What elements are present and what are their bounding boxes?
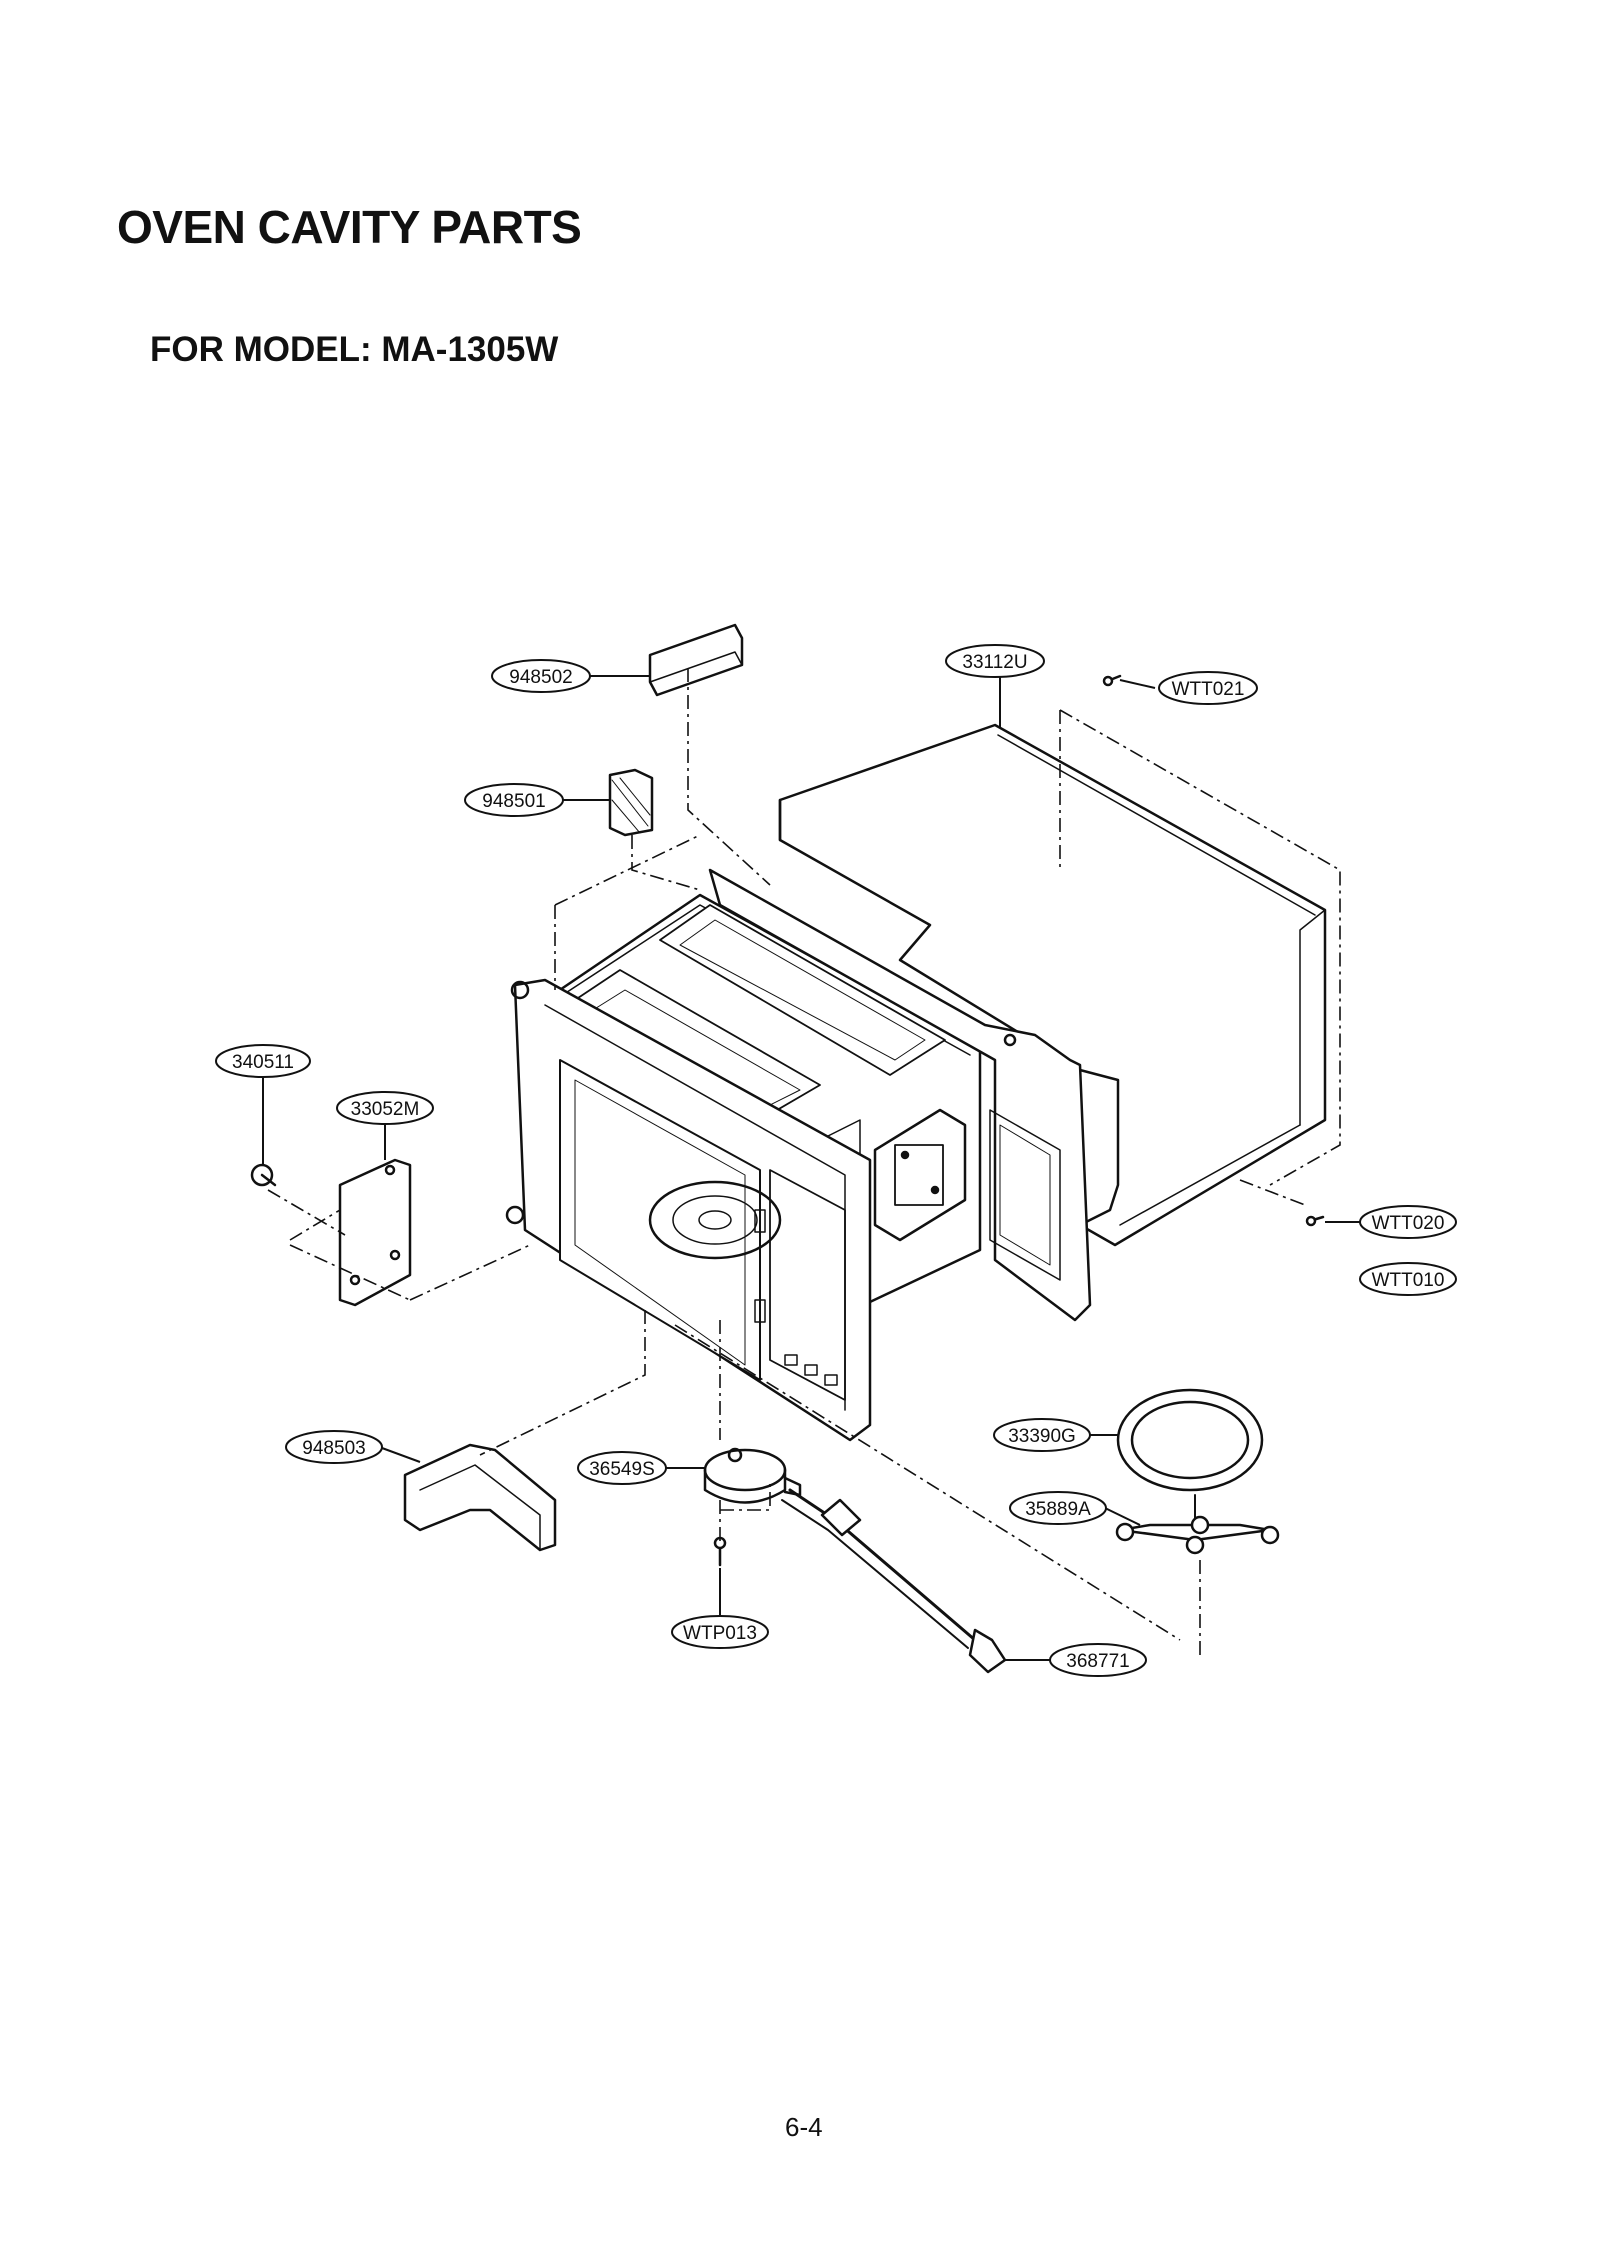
part-36549s-shape bbox=[703, 1447, 802, 1504]
callout-948502-text: 948502 bbox=[509, 667, 572, 688]
part-33052m-shape bbox=[338, 1158, 412, 1307]
callout-35889a-text: 35889A bbox=[1025, 1499, 1091, 1520]
callout-35889a: 35889A bbox=[1009, 1491, 1107, 1525]
callout-948502: 948502 bbox=[491, 659, 591, 693]
callout-wtt020: WTT020 bbox=[1359, 1205, 1457, 1239]
callout-340511-text: 340511 bbox=[232, 1052, 294, 1073]
callout-36549s-text: 36549S bbox=[589, 1459, 655, 1480]
part-368771-shape bbox=[781, 1488, 1007, 1674]
callout-wtt010: WTT010 bbox=[1359, 1262, 1457, 1296]
part-948502-shape bbox=[648, 623, 744, 697]
callout-948503: 948503 bbox=[285, 1430, 383, 1464]
part-wtt021-shape bbox=[1102, 674, 1122, 687]
callout-948501-text: 948501 bbox=[482, 791, 545, 812]
page-title: OVEN CAVITY PARTS bbox=[117, 201, 582, 253]
callout-wtt021-text: WTT021 bbox=[1172, 679, 1245, 700]
outer-cabinet-part bbox=[778, 723, 1327, 1247]
callout-340511: 340511 bbox=[215, 1044, 311, 1078]
callout-33052m: 33052M bbox=[336, 1091, 434, 1125]
part-wtp013-shape bbox=[713, 1536, 727, 1567]
callout-33112u-text: 33112U bbox=[962, 652, 1027, 673]
callout-wtt021: WTT021 bbox=[1158, 671, 1258, 705]
part-35889a-shape bbox=[1115, 1494, 1280, 1555]
page-number: 6-4 bbox=[785, 2112, 823, 2142]
callout-948503-text: 948503 bbox=[302, 1438, 365, 1459]
callout-wtp013-text: WTP013 bbox=[683, 1623, 757, 1644]
callout-368771-text: 368771 bbox=[1066, 1651, 1129, 1672]
callout-948501: 948501 bbox=[464, 783, 564, 817]
callout-33112u: 33112U bbox=[945, 644, 1045, 678]
callout-wtt020-text: WTT020 bbox=[1372, 1213, 1445, 1234]
part-33390g-shape bbox=[1116, 1388, 1264, 1492]
part-948501-shape bbox=[608, 768, 654, 837]
callout-368771: 368771 bbox=[1049, 1643, 1147, 1677]
part-340511-shape bbox=[250, 1163, 277, 1187]
rear-flange-part bbox=[708, 868, 1092, 1322]
callout-33052m-text: 33052M bbox=[351, 1099, 420, 1120]
callout-wtp013: WTP013 bbox=[671, 1615, 769, 1649]
model-subtitle: FOR MODEL: MA-1305W bbox=[150, 330, 559, 369]
callout-33390g: 33390G bbox=[993, 1418, 1091, 1452]
callout-36549s: 36549S bbox=[577, 1451, 667, 1485]
callout-33390g-text: 33390G bbox=[1008, 1426, 1076, 1447]
callout-wtt010-text: WTT010 bbox=[1372, 1270, 1445, 1291]
part-948503-shape bbox=[403, 1443, 557, 1552]
front-frame-part bbox=[505, 978, 872, 1442]
part-wtt020-shape bbox=[1305, 1215, 1325, 1227]
